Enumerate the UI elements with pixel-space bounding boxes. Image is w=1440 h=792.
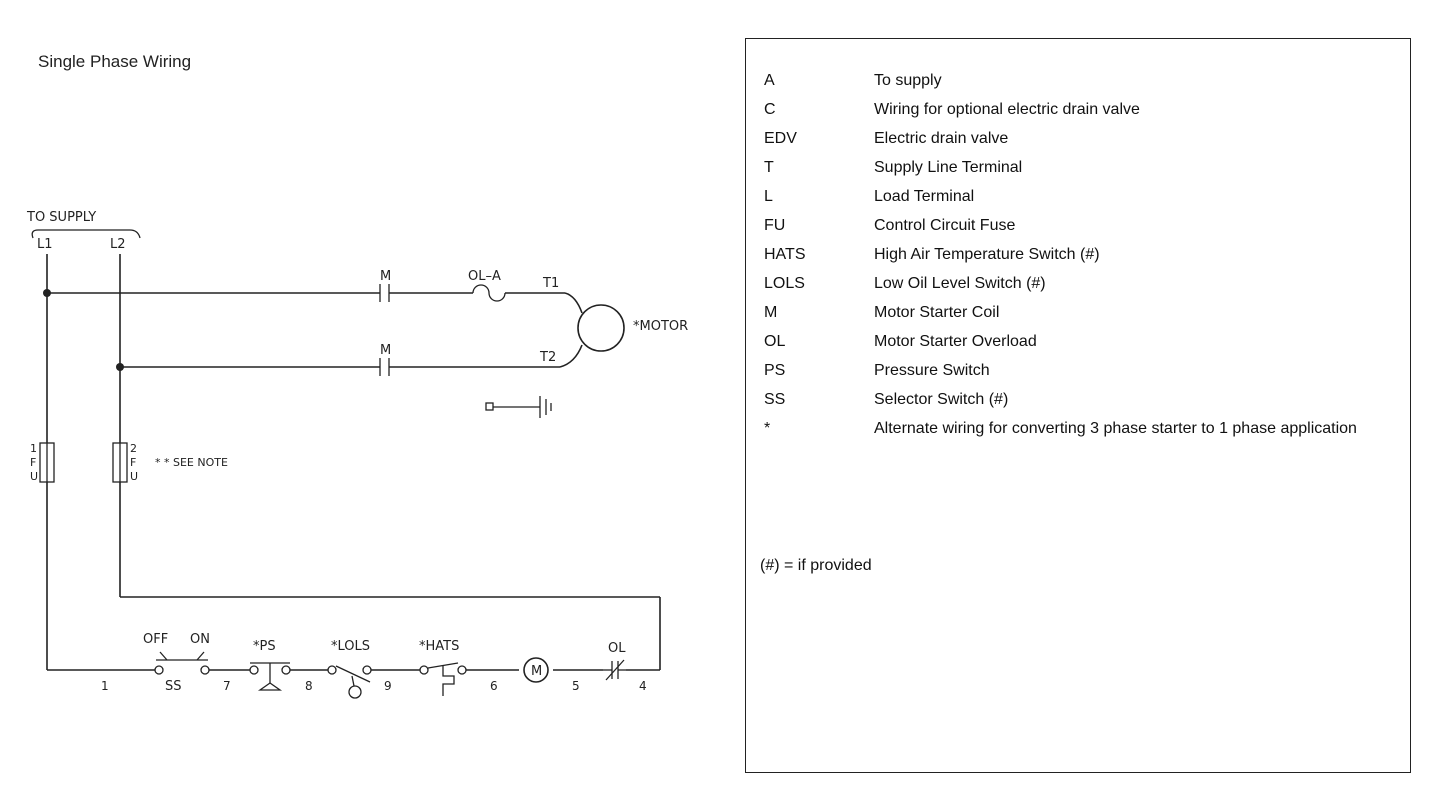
- hats-symbol: [419, 662, 467, 696]
- ss-off-label: OFF: [143, 632, 168, 647]
- legend-desc: Low Oil Level Switch (#): [874, 275, 1046, 292]
- legend-code: *: [764, 420, 771, 437]
- ss-label: SS: [165, 679, 182, 694]
- legend-code: T: [764, 159, 774, 176]
- overload-contact-symbol: [603, 659, 626, 681]
- legend-desc: Pressure Switch: [874, 362, 990, 379]
- selector-switch-symbol: [154, 651, 210, 675]
- legend-desc: Wiring for optional electric drain valve: [874, 101, 1140, 118]
- hats-label: *HATS: [419, 639, 459, 654]
- wire-number-8: 8: [305, 679, 313, 693]
- lols-symbol: [327, 665, 372, 699]
- wire-number-9: 9: [384, 679, 392, 693]
- legend-row: L Load Terminal: [762, 187, 1384, 216]
- legend-row: T Supply Line Terminal: [762, 158, 1384, 187]
- legend-table: A To supply C Wiring for optional electric…: [762, 71, 1384, 448]
- wiring-diagram: TO SUPPLY L1 L2 M OL–A T1 M T2 *MOTO: [26, 210, 688, 699]
- legend-row: OL Motor Starter Overload: [762, 332, 1384, 361]
- branch-t1: [47, 284, 583, 314]
- pressure-switch-symbol: [249, 662, 291, 691]
- terminal-t2-label: T2: [539, 350, 556, 365]
- terminal-t1-label: T1: [542, 276, 559, 291]
- motor-label: *MOTOR: [633, 319, 688, 334]
- svg-text:U: U: [30, 470, 38, 483]
- fuse-1-label: 1 F U: [30, 442, 38, 483]
- svg-text:F: F: [30, 456, 36, 469]
- legend-desc: To supply: [874, 72, 942, 89]
- line-l2-label: L2: [110, 237, 126, 252]
- legend-desc: Motor Starter Coil: [874, 304, 1000, 321]
- legend-desc: Motor Starter Overload: [874, 333, 1037, 350]
- control-return-wire: [120, 596, 661, 670]
- svg-text:U: U: [130, 470, 138, 483]
- coil-m-label: M: [531, 664, 542, 679]
- contact-m-2-label: M: [380, 343, 391, 358]
- svg-text:F: F: [130, 456, 136, 469]
- legend-panel: A To supply C Wiring for optional electric…: [745, 38, 1411, 773]
- wire-numbers: 1 7 8 9 6 5 4: [101, 679, 647, 693]
- legend-row: SS Selector Switch (#): [762, 390, 1384, 419]
- legend-code: LOLS: [764, 275, 805, 292]
- page-title: Single Phase Wiring: [38, 52, 192, 71]
- legend-desc: Selector Switch (#): [874, 391, 1009, 408]
- legend-desc: High Air Temperature Switch (#): [874, 246, 1100, 263]
- legend-desc: Control Circuit Fuse: [874, 217, 1016, 234]
- line-l1-label: L1: [37, 237, 53, 252]
- supply-bracket: TO SUPPLY L1 L2: [26, 210, 141, 252]
- fuse-1-symbol: [39, 442, 55, 483]
- wire-number-6: 6: [490, 679, 498, 693]
- motor-symbol: [577, 304, 625, 352]
- ground-symbol: [485, 396, 552, 418]
- ol-label: OL: [608, 641, 626, 656]
- coil-m-symbol: [523, 657, 549, 683]
- wire-number-5: 5: [572, 679, 580, 693]
- legend-code: A: [764, 72, 775, 89]
- legend-desc: Load Terminal: [874, 188, 975, 205]
- legend-desc: Electric drain valve: [874, 130, 1009, 147]
- legend-code: OL: [764, 333, 786, 350]
- legend-desc: Supply Line Terminal: [874, 159, 1023, 176]
- fuse-note: * * SEE NOTE: [155, 456, 228, 469]
- branch-t2: [120, 344, 583, 376]
- legend-code: M: [764, 304, 778, 321]
- legend-row: FU Control Circuit Fuse: [762, 216, 1384, 245]
- legend-row: C Wiring for optional electric drain valv…: [762, 100, 1384, 129]
- legend-row: HATS High Air Temperature Switch (#): [762, 245, 1384, 274]
- legend-row: * Alternate wiring for converting 3 phase…: [762, 419, 1384, 448]
- contact-m-1-label: M: [380, 269, 391, 284]
- legend-code: EDV: [764, 130, 797, 147]
- legend-row: A To supply: [762, 71, 1384, 100]
- wire-number-4: 4: [639, 679, 647, 693]
- ps-label: *PS: [253, 639, 276, 654]
- legend-code: L: [764, 188, 773, 205]
- legend-code: FU: [764, 217, 786, 234]
- wire-number-1: 1: [101, 679, 109, 693]
- legend-row: LOLS Low Oil Level Switch (#): [762, 274, 1384, 303]
- legend-row: M Motor Starter Coil: [762, 303, 1384, 332]
- fuse-2-symbol: [112, 442, 128, 483]
- supply-label: TO SUPPLY: [26, 210, 96, 225]
- legend-footnote: (#) = if provided: [760, 557, 872, 574]
- legend-desc: Alternate wiring for converting 3 phase …: [874, 420, 1357, 437]
- legend-code: HATS: [764, 246, 806, 263]
- legend-row: EDV Electric drain valve: [762, 129, 1384, 158]
- lols-label: *LOLS: [331, 639, 370, 654]
- legend-code: SS: [764, 391, 786, 408]
- wire-number-7: 7: [223, 679, 231, 693]
- legend-row: PS Pressure Switch: [762, 361, 1384, 390]
- legend-code: PS: [764, 362, 786, 379]
- svg-text:2: 2: [130, 442, 137, 455]
- svg-text:1: 1: [30, 442, 37, 455]
- fuse-2-label: 2 F U: [130, 442, 138, 483]
- overload-heater-label: OL–A: [468, 269, 501, 284]
- ss-on-label: ON: [190, 632, 210, 647]
- legend-code: C: [764, 101, 776, 118]
